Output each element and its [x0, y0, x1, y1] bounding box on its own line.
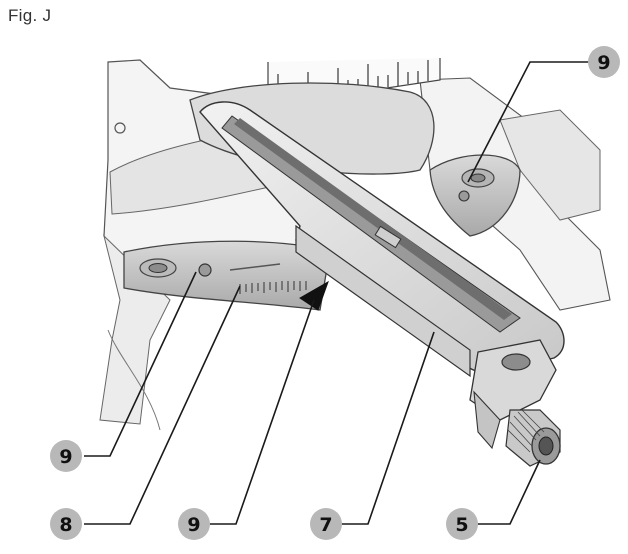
callout-label: 5: [455, 514, 468, 536]
callout-label: 8: [59, 514, 72, 536]
callout-label: 7: [319, 514, 332, 536]
leader-lines: [84, 61, 590, 525]
callout-5-bottom-right: 5: [446, 508, 478, 540]
callout-9-bottom-mid: 9: [178, 508, 210, 540]
callout-label: 9: [187, 514, 200, 536]
callout-9-top-right: 9: [588, 46, 620, 78]
callout-label: 9: [597, 52, 610, 74]
callout-8-bottom-left: 8: [50, 508, 82, 540]
pointer-arrow: [299, 280, 329, 311]
callout-9-left: 9: [50, 440, 82, 472]
turntable-arm: [199, 101, 565, 378]
bevel-scale-plate: [123, 240, 331, 311]
callout-7-bottom-center: 7: [310, 508, 342, 540]
locking-knob: [469, 339, 561, 467]
figure-title: Fig. J: [8, 6, 52, 25]
callout-label: 9: [59, 446, 72, 468]
bevel-plate-right: [429, 154, 521, 237]
